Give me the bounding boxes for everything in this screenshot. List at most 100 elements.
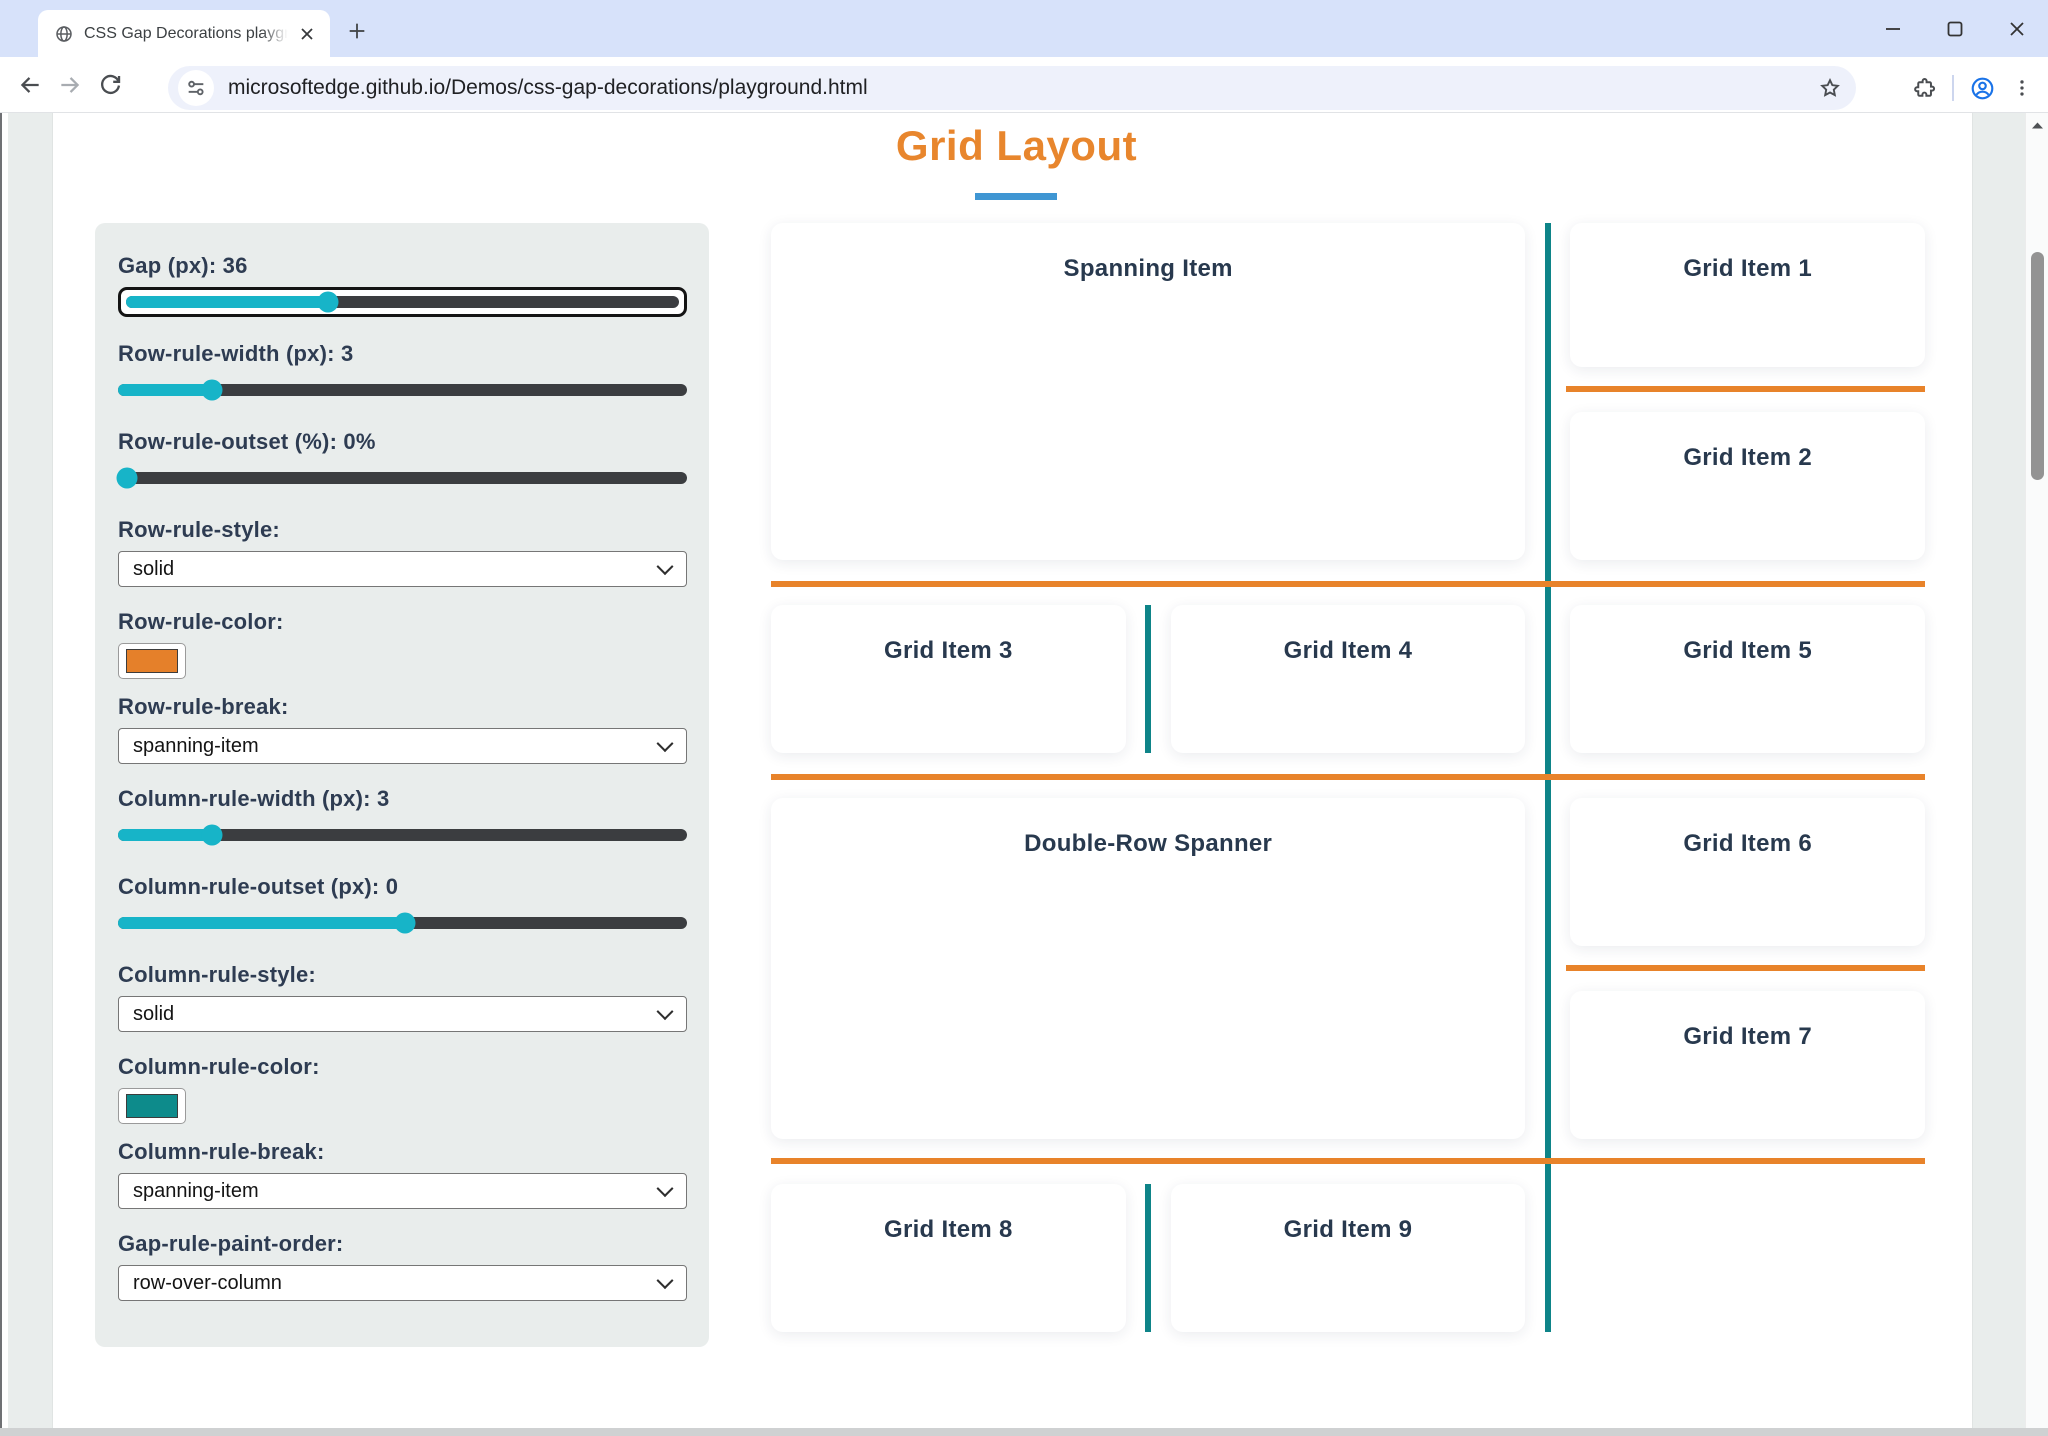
profile-icon[interactable]	[1962, 68, 2002, 108]
grid-item-8: Grid Item 8	[771, 1184, 1126, 1332]
control-label: Column-rule-width (px): 3	[118, 786, 390, 811]
column-rule	[1145, 1184, 1151, 1332]
window-controls	[1862, 0, 2048, 57]
chevron-down-icon	[656, 1003, 674, 1021]
row-rule	[771, 774, 1925, 780]
tab-strip: CSS Gap Decorations playgroun	[0, 0, 2048, 57]
page-right-margin	[1972, 113, 2026, 1428]
control-label: Column-rule-style:	[118, 962, 316, 987]
grid-item-6-label: Grid Item 6	[1683, 830, 1812, 857]
controls-panel: Gap (px): 36 Row-rule-width (px): 3 Row-ru…	[95, 223, 709, 1347]
page-scrollbar[interactable]	[2025, 113, 2048, 1428]
window-bottom-edge	[0, 1428, 2048, 1436]
column-rule-outset-slider[interactable]	[118, 908, 687, 938]
gap-rule-paint-order-select[interactable]: row-over-column	[118, 1265, 687, 1301]
title-underline	[975, 193, 1057, 200]
grid-item-5: Grid Item 5	[1570, 605, 1925, 753]
row-rule-outset-slider-group: Row-rule-outset (%): 0%	[116, 429, 687, 493]
column-rule-width-slider-group: Column-rule-width (px): 3	[118, 786, 687, 850]
double-row-spanner: Double-Row Spanner	[771, 798, 1526, 1139]
row-rule-width-slider-group: Row-rule-width (px): 3	[118, 341, 687, 405]
chevron-down-icon	[656, 1272, 674, 1290]
gap-rule-paint-order-select-value: row-over-column	[133, 1271, 282, 1294]
url-text[interactable]: microsoftedge.github.io/Demos/css-gap-de…	[228, 76, 868, 99]
gap-slider-thumb[interactable]	[317, 291, 339, 313]
grid-item-9: Grid Item 9	[1170, 1184, 1526, 1332]
row-rule-outset-slider-thumb[interactable]	[116, 467, 138, 489]
chevron-down-icon	[656, 735, 674, 753]
chevron-down-icon	[656, 558, 674, 576]
column-rule-width-slider-fill	[118, 829, 212, 841]
control-label: Row-rule-style:	[118, 517, 280, 542]
control-label: Gap-rule-paint-order:	[118, 1231, 344, 1256]
browser-tab[interactable]: CSS Gap Decorations playgroun	[38, 10, 330, 57]
bookmark-star-icon[interactable]	[1812, 70, 1848, 106]
close-icon[interactable]	[1986, 0, 2048, 57]
tab-title-fade	[262, 22, 296, 48]
row-rule-width-slider-thumb[interactable]	[201, 379, 223, 401]
column-rule-color-picker-group: Column-rule-color:	[118, 1054, 687, 1124]
scrollbar-up-arrow-icon[interactable]	[2029, 118, 2046, 132]
url-bar[interactable]: microsoftedge.github.io/Demos/css-gap-de…	[168, 66, 1856, 110]
row-rule-outset-slider[interactable]	[116, 463, 687, 493]
row-rule-color-picker-swatch	[126, 649, 178, 673]
reload-icon[interactable]	[90, 65, 130, 105]
menu-dots-icon[interactable]	[2002, 68, 2042, 108]
row-rule-color-picker[interactable]	[118, 643, 186, 679]
control-label: Column-rule-color:	[118, 1054, 320, 1079]
row-rule-break-select[interactable]: spanning-item	[118, 728, 687, 764]
row-rule-width-slider[interactable]	[118, 375, 687, 405]
row-rule-color-picker-group: Row-rule-color:	[118, 609, 687, 679]
chevron-down-icon	[656, 1180, 674, 1198]
minimize-icon[interactable]	[1862, 0, 1924, 57]
gap-rule-paint-order-select-group: Gap-rule-paint-order: row-over-column	[118, 1231, 687, 1301]
row-rule	[771, 1158, 1925, 1164]
grid-item-3: Grid Item 3	[771, 605, 1126, 753]
page-left-margin	[8, 113, 53, 1428]
control-label: Column-rule-outset (px): 0	[118, 874, 399, 899]
column-rule-style-select[interactable]: solid	[118, 996, 687, 1032]
row-rule-style-select[interactable]: solid	[118, 551, 687, 587]
gap-slider-group: Gap (px): 36	[118, 253, 687, 317]
grid-item-9-label: Grid Item 9	[1283, 1216, 1413, 1243]
grid-item-5-label: Grid Item 5	[1683, 637, 1812, 664]
column-rule-outset-slider-group: Column-rule-outset (px): 0	[118, 874, 687, 938]
gap-slider[interactable]	[118, 287, 687, 317]
maximize-icon[interactable]	[1924, 0, 1986, 57]
grid-item-8-label: Grid Item 8	[883, 1216, 1013, 1243]
grid-item-7-label: Grid Item 7	[1683, 1023, 1812, 1050]
row-rule-style-select-value: solid	[133, 557, 175, 580]
column-rule-width-slider-thumb[interactable]	[201, 824, 223, 846]
browser-toolbar: microsoftedge.github.io/Demos/css-gap-de…	[0, 57, 2048, 113]
column-rule-break-select-value: spanning-item	[133, 1179, 259, 1202]
tab-close-icon[interactable]	[294, 21, 320, 47]
row-rule-style-select-group: Row-rule-style: solid	[118, 517, 687, 587]
row-rule	[1566, 965, 1925, 971]
grid-item-6: Grid Item 6	[1570, 798, 1925, 946]
column-rule-style-select-group: Column-rule-style: solid	[118, 962, 687, 1032]
back-arrow-icon[interactable]	[10, 65, 50, 105]
new-tab-button[interactable]	[340, 14, 374, 48]
extensions-puzzle-icon[interactable]	[1904, 68, 1944, 108]
column-rule-width-slider[interactable]	[118, 820, 687, 850]
double-row-spanner-label: Double-Row Spanner	[1024, 830, 1273, 857]
tab-title: CSS Gap Decorations playgroun	[84, 24, 294, 42]
column-rule-break-select[interactable]: spanning-item	[118, 1173, 687, 1209]
spanning-item: Spanning Item	[771, 223, 1526, 560]
column-rule-color-picker[interactable]	[118, 1088, 186, 1124]
control-label: Row-rule-break:	[118, 694, 289, 719]
grid-item-4: Grid Item 4	[1170, 605, 1526, 753]
column-rule-color-picker-swatch	[126, 1094, 178, 1118]
scrollbar-thumb[interactable]	[2031, 252, 2044, 480]
row-rule	[771, 581, 1925, 587]
column-rule-outset-slider-thumb[interactable]	[394, 912, 416, 934]
page-content: Grid Layout Gap (px): 36 Row-rule-width (…	[0, 113, 2048, 1428]
site-info-tune-icon[interactable]	[178, 70, 214, 106]
page-title: Grid Layout	[895, 122, 1138, 169]
control-label: Row-rule-width (px): 3	[118, 341, 354, 366]
forward-arrow-icon[interactable]	[50, 65, 90, 105]
toolbar-right-cluster	[1904, 66, 2042, 110]
column-rule-break-select-group: Column-rule-break:spanning-item	[118, 1139, 687, 1209]
row-rule-width-slider-fill	[118, 384, 212, 396]
